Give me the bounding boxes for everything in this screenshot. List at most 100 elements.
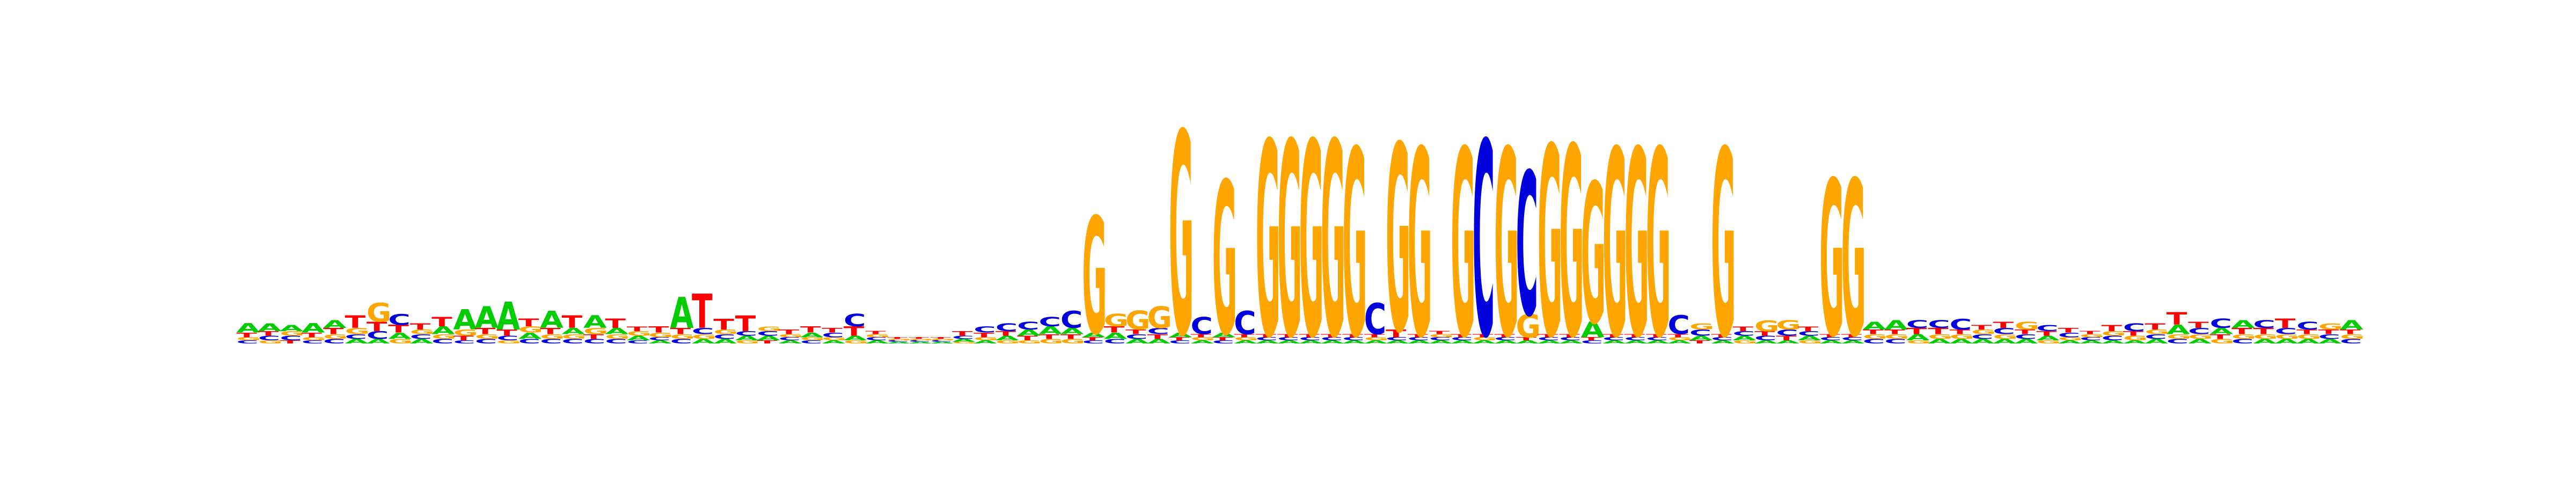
logo-letter-t: T [345,312,365,332]
logo-letter-g: G [2296,333,2321,340]
logo-letter-t: T [1950,328,1971,336]
logo-letter-g: G [627,330,652,337]
logo-letter-g: G [1776,318,1801,332]
logo-letter-t: T [1429,330,1450,335]
logo-letter-g: G [2015,320,2039,332]
logo-letter-g: G [930,339,955,341]
logo-letter-g: G [1364,336,1389,341]
logo-letter-a: A [1667,340,1692,345]
logo-letter-t: T [2231,326,2252,336]
logo-letter-a: A [2123,340,2147,345]
logo-letter-a: A [236,321,260,335]
logo-letter-a: A [562,326,586,336]
logo-letter-a: A [1429,340,1453,345]
logo-letter-c: C [2036,323,2059,333]
logo-letter-c: C [1060,306,1083,333]
logo-letter-g: G [518,325,543,335]
logo-letter-a: A [2340,318,2363,332]
logo-letter-a: A [1581,318,1605,342]
logo-letter-g: G [757,325,781,333]
logo-letter-g: G [1169,75,1194,398]
logo-letter-g: G [2145,328,2169,336]
logo-letter-c: C [1971,333,1994,340]
logo-letter-t: T [735,311,756,336]
logo-letter-c: C [1277,336,1300,341]
logo-letter-a: A [844,334,867,342]
logo-letter-g: G [2036,340,2061,345]
logo-letter-t: T [865,330,886,335]
logo-letter-g: G [909,339,933,341]
logo-letter-c: C [410,333,433,340]
logo-letter-c: C [562,338,584,345]
logo-letter-g: G [1321,87,1345,398]
logo-letter-g: G [1667,336,1692,341]
logo-letter-c: C [909,340,931,343]
logo-letter-t: T [1494,333,1515,338]
logo-letter-a: A [1494,340,1518,345]
logo-letter-a: A [1516,340,1540,345]
logo-letter-g: G [1538,94,1562,396]
logo-letter-a: A [2210,326,2234,336]
logo-letter-t: T [779,328,800,336]
logo-letter-c: C [345,333,367,340]
logo-letter-t: T [410,321,431,332]
logo-letter-c: C [1386,336,1408,341]
logo-letter-g: G [605,333,630,340]
logo-letter-g: G [670,333,695,340]
logo-letter-t: T [302,331,323,339]
logo-letter-c: C [1863,338,1885,345]
logo-letter-t: T [1169,336,1190,341]
logo-letter-c: C [1950,316,1972,333]
logo-letter-g: G [1689,321,1714,332]
logo-letter-g: G [1494,98,1519,396]
logo-letter-t: T [1993,320,2014,330]
logo-letter-g: G [1993,333,2017,340]
logo-letter-c: C [822,331,844,339]
logo-letter-t: T [1646,333,1667,338]
logo-letter-g: G [583,326,608,336]
logo-letter-a: A [1212,331,1236,339]
logo-letter-c: C [1429,336,1452,341]
logo-letter-c: C [1733,330,1755,337]
logo-letter-c: C [1190,312,1213,340]
logo-letter-g: G [2318,321,2343,332]
logo-letter-t: T [388,323,409,335]
logo-letter-g: G [2340,333,2365,340]
logo-letter-a: A [735,334,759,342]
logo-letter-a: A [1841,340,1865,345]
logo-letter-c: C [1342,336,1365,341]
logo-letter-g: G [2231,333,2256,340]
logo-letter-a: A [1971,338,1995,345]
logo-letter-g: G [2058,336,2083,341]
logo-letter-a: A [1364,340,1388,345]
logo-letter-a: A [2231,318,2255,331]
logo-letter-a: A [1234,340,1258,345]
logo-letter-c: C [887,340,910,343]
logo-letter-g: G [1125,306,1150,336]
logo-letter-c: C [1646,336,1668,341]
logo-letter-c: C [583,338,606,345]
logo-letter-t: T [2340,328,2361,336]
logo-letter-g: G [1819,136,1844,384]
